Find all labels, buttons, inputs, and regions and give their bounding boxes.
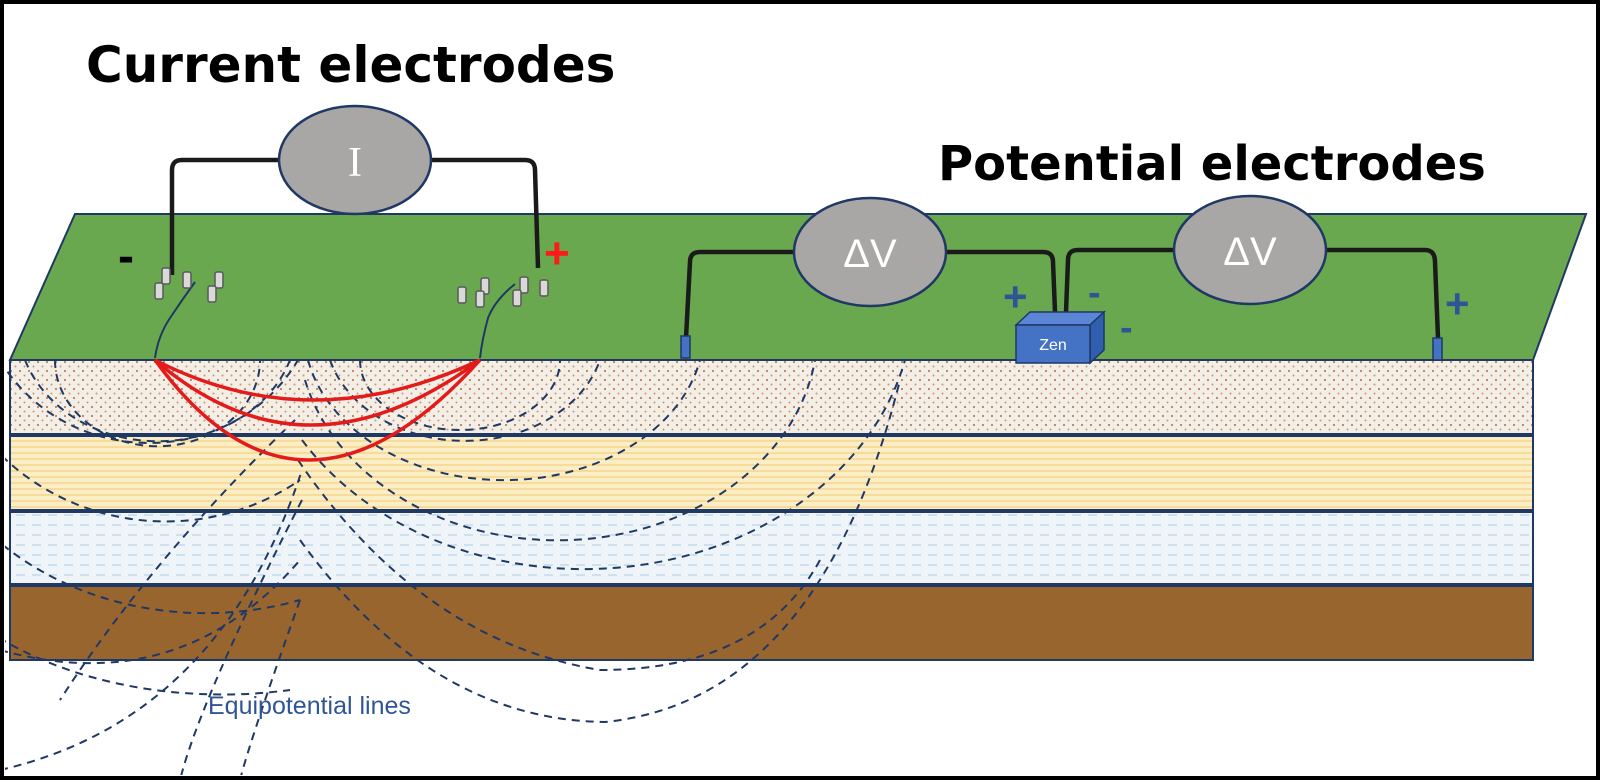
current-meter-label: I [348,140,362,186]
equipotential-caption: Equipotential lines [208,692,411,720]
voltage-meter-right [1172,194,1328,306]
equipotential-lines [5,359,906,775]
layer-topsoil [9,359,1534,435]
current-electrodes-title: Current electrodes [86,36,615,94]
potential-circuit-wires [683,247,1441,339]
current-minus-sign: - [118,230,134,283]
potential-electrode-left [680,335,691,359]
current-circuit-wires [169,157,541,275]
current-electrodes-right [457,276,549,308]
current-plus-sign: + [544,229,570,278]
current-electrodes-left [154,267,224,303]
layer-sand [9,435,1534,511]
potential-plus-sign-left: + [1003,273,1028,320]
zen-device-label: Zen [1039,337,1067,354]
potential-plus-sign-right: + [1445,280,1470,327]
current-meter [277,104,433,216]
voltage-meter-right-label: ΔV [1223,230,1277,274]
potential-electrodes-title: Potential electrodes [938,136,1486,192]
layer-water [9,511,1534,585]
zen-device: Zen [1014,310,1106,365]
current-flow-lines [153,358,482,462]
potential-electrode-right [1432,337,1443,361]
voltage-meter-left-label: ΔV [843,232,897,276]
potential-minus-sign-upper: - [1088,272,1101,314]
potential-minus-sign-lower: - [1120,307,1133,349]
electrode-leads [154,281,516,359]
layer-bedrock [9,585,1534,661]
voltage-meter-left [792,196,948,308]
